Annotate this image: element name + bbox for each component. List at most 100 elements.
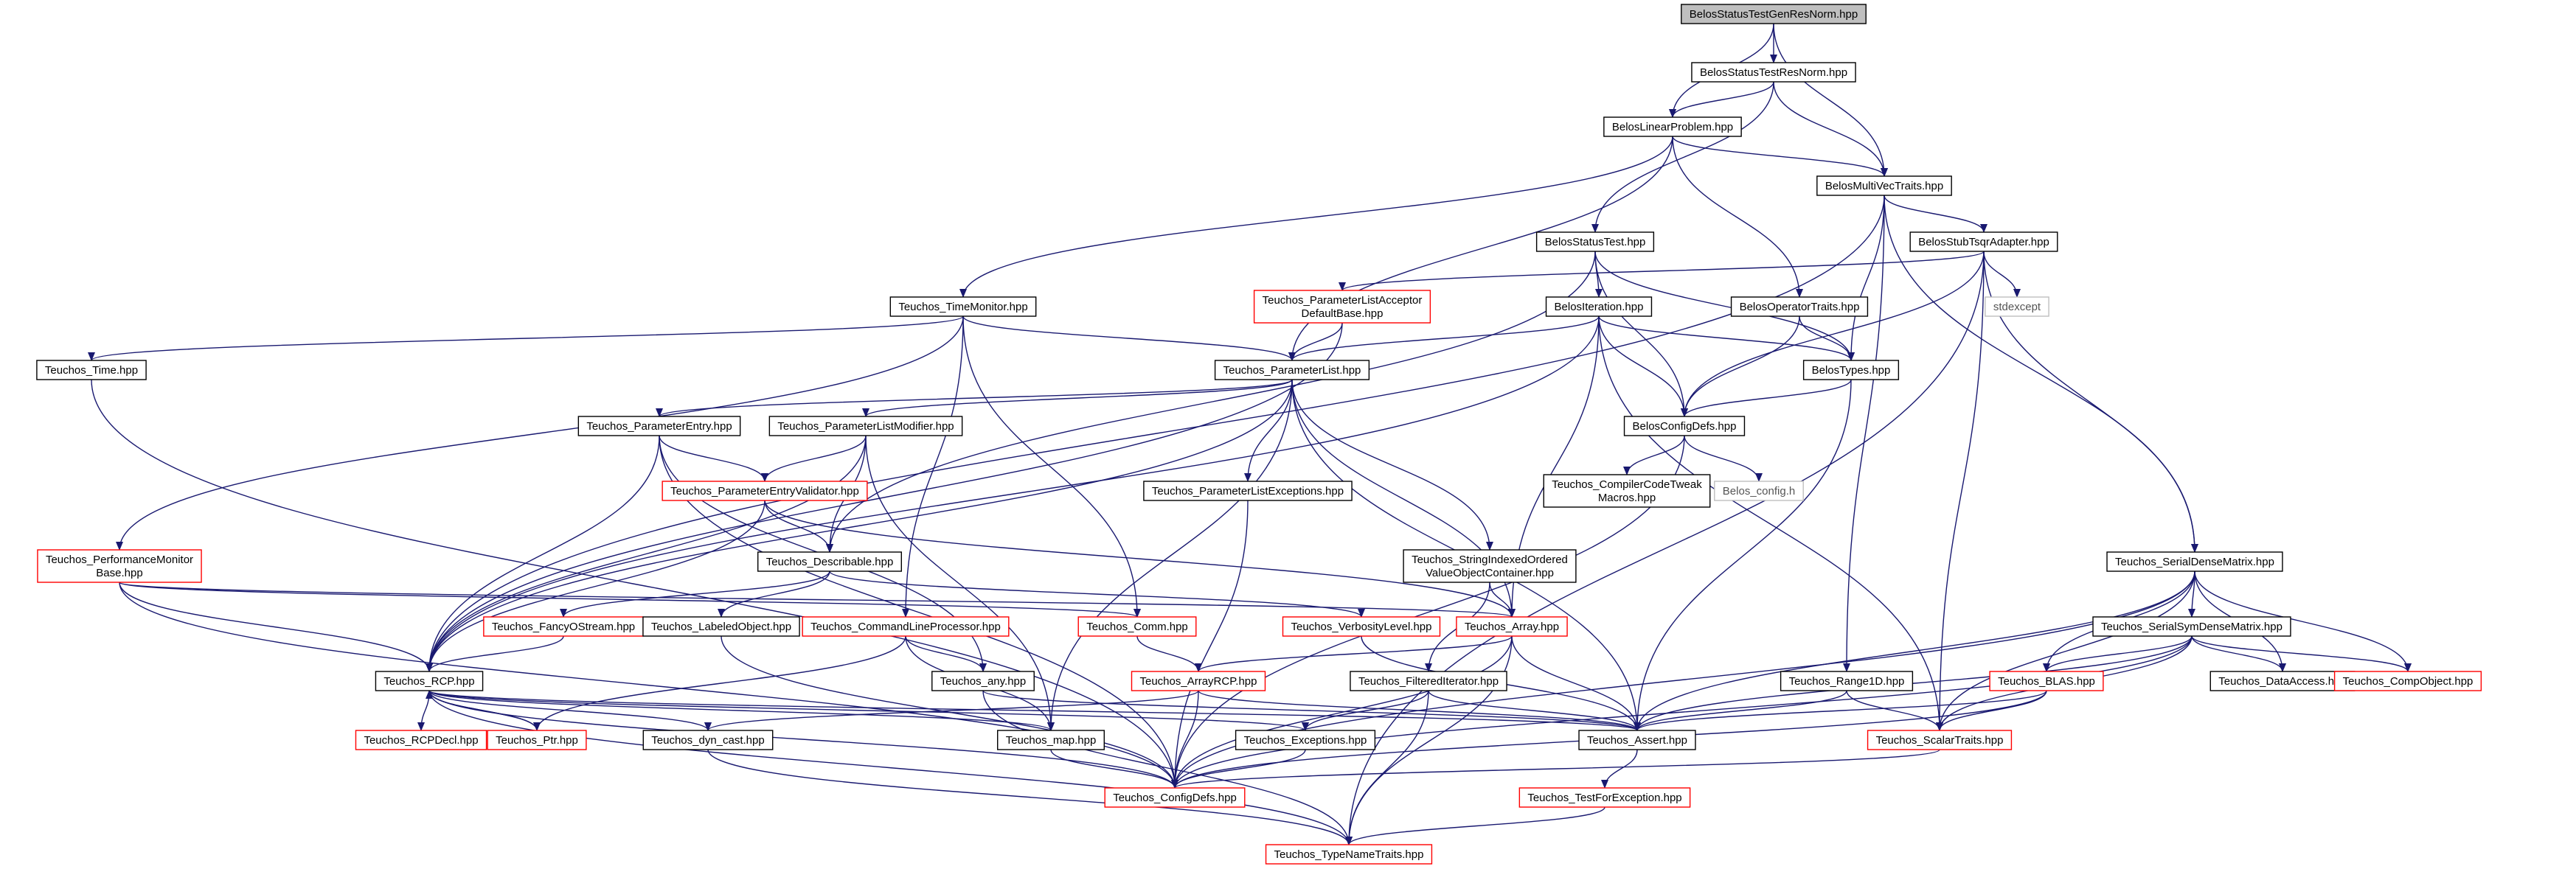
file-node-stubTsqr[interactable]: BelosStubTsqrAdapter.hpp [1909,231,2058,252]
edge-linearProblem-to-operatorTraits [1672,136,1803,298]
file-node-statusTest[interactable]: BelosStatusTest.hpp [1535,231,1655,252]
edge-perfMonitor-to-configDefs [119,582,1178,789]
file-node-ptr[interactable]: Teuchos_Ptr.hpp [487,730,587,750]
file-node-testForException[interactable]: Teuchos_TestForException.hpp [1518,787,1691,808]
node-label: Teuchos_CompObject.hpp [2343,675,2473,688]
file-node-comm[interactable]: Teuchos_Comm.hpp [1077,616,1197,637]
file-node-plModifier[interactable]: Teuchos_ParameterListModifier.hpp [768,416,963,436]
node-box [1143,481,1353,501]
file-node-configDefs[interactable]: Teuchos_ConfigDefs.hpp [1104,787,1246,808]
file-node-map[interactable]: Teuchos_map.hpp [997,730,1105,750]
file-node-multiVecTraits[interactable]: BelosMultiVecTraits.hpp [1816,175,1952,196]
edge-perfMonitor-to-comm [119,582,1141,618]
node-box [2209,671,2355,691]
edge-iteration-to-belosTypes [1598,315,1855,361]
node-box [1578,730,1696,750]
edge-rcp-to-exceptions [428,690,1309,731]
edge-paramEntry-to-peValidator [659,435,768,482]
file-node-fancyOStream[interactable]: Teuchos_FancyOStream.hpp [483,616,644,637]
file-node-plExceptions[interactable]: Teuchos_ParameterListExceptions.hpp [1143,481,1353,501]
edge-belosConfigDefs-to-compilerTweak [1623,435,1685,475]
edge-describable-to-verbosity [829,570,1365,618]
node-box [1802,360,1900,380]
edge-filteredIter-to-exceptions [1302,690,1429,731]
edge-operatorTraits-to-belosTypes [1799,315,1855,361]
file-node-belosConfigDefs[interactable]: BelosConfigDefs.hpp [1623,416,1746,436]
edge-stubTsqr-to-plAcceptor [1339,251,1985,291]
edge-any-to-typeNameTraits [982,690,1353,845]
edge-rcp-to-rcpDecl [417,690,430,731]
edge-perfMonitor-to-array [119,582,1516,618]
file-node-paramEntry[interactable]: Teuchos_ParameterEntry.hpp [577,416,741,436]
file-node-blas[interactable]: Teuchos_BLAS.hpp [1989,671,2104,691]
file-node-describable[interactable]: Teuchos_Describable.hpp [757,551,903,572]
file-node-cmdLine[interactable]: Teuchos_CommandLineProcessor.hpp [802,616,1010,637]
file-node-rcp[interactable]: Teuchos_RCP.hpp [375,671,484,691]
file-node-array[interactable]: Teuchos_Array.hpp [1456,616,1568,637]
file-node-serialSym[interactable]: Teuchos_SerialSymDenseMatrix.hpp [2092,616,2291,637]
file-node-typeNameTraits[interactable]: Teuchos_TypeNameTraits.hpp [1265,844,1433,865]
node-label: Base.hpp [96,567,142,579]
file-node-verbosity[interactable]: Teuchos_VerbosityLevel.hpp [1282,616,1441,637]
file-node-linearProblem[interactable]: BelosLinearProblem.hpp [1603,116,1742,137]
node-label: Teuchos_ParameterEntryValidator.hpp [670,485,859,498]
file-node-peValidator[interactable]: Teuchos_ParameterEntryValidator.hpp [662,481,868,501]
edge-belosConfigDefs-to-belosConfigH [1684,435,1763,482]
edge-strIndexed-to-array [1489,582,1516,618]
node-box [931,671,1035,691]
file-node-belosConfigH[interactable]: Belos_config.h [1714,481,1804,501]
file-node-timeMonitor[interactable]: Teuchos_TimeMonitor.hpp [889,296,1037,317]
edge-time-to-configDefs [91,379,1178,789]
edge-serialDense-to-assert [1634,570,2195,731]
file-node-range1d[interactable]: Teuchos_Range1D.hpp [1780,671,1914,691]
file-node-time[interactable]: Teuchos_Time.hpp [36,360,147,380]
file-node-arrayRCP[interactable]: Teuchos_ArrayRCP.hpp [1131,671,1266,691]
node-label: BelosTypes.hpp [1812,364,1891,377]
node-box [2333,671,2482,691]
file-node-strIndexed[interactable]: Teuchos_StringIndexedOrderedValueObjectC… [1403,549,1577,583]
node-label: Teuchos_Exceptions.hpp [1244,734,1367,747]
node-label: BelosStubTsqrAdapter.hpp [1918,236,2049,248]
file-node-operatorTraits[interactable]: BelosOperatorTraits.hpp [1730,296,1869,317]
file-node-dynCast[interactable]: Teuchos_dyn_cast.hpp [642,730,774,750]
file-node-scalarTraits[interactable]: Teuchos_ScalarTraits.hpp [1867,730,2013,750]
edge-root-to-multiVecTraits [1773,23,1888,177]
node-box [36,360,147,380]
node-box [662,481,868,501]
file-node-plAcceptor[interactable]: Teuchos_ParameterListAcceptorDefaultBase… [1253,290,1431,324]
file-node-root[interactable]: BelosStatusTestGenResNorm.hpp [1681,4,1867,24]
file-node-dataAccess[interactable]: Teuchos_DataAccess.hpp [2209,671,2355,691]
edge-plModifier-to-rcp [426,435,867,672]
edge-array-to-assert [1511,635,1641,731]
node-box [1282,616,1441,637]
node-label: Teuchos_ScalarTraits.hpp [1876,734,2004,747]
edge-rcp-to-typeNameTraits [428,690,1353,845]
node-label: ValueObjectContainer.hpp [1426,567,1554,579]
file-node-belosTypes[interactable]: BelosTypes.hpp [1802,360,1900,380]
file-node-parameterList[interactable]: Teuchos_ParameterList.hpp [1214,360,1370,380]
file-node-serialDense[interactable]: Teuchos_SerialDenseMatrix.hpp [2106,551,2283,572]
node-label: Teuchos_Ptr.hpp [496,734,578,747]
node-label: Teuchos_dyn_cast.hpp [651,734,764,747]
file-node-iteration[interactable]: BelosIteration.hpp [1545,296,1653,317]
file-node-stdexcept[interactable]: stdexcept [1985,296,2049,317]
node-box [889,296,1037,317]
file-node-labeledObject[interactable]: Teuchos_LabeledObject.hpp [642,616,800,637]
file-node-filteredIter[interactable]: Teuchos_FilteredIterator.hpp [1350,671,1507,691]
file-node-any[interactable]: Teuchos_any.hpp [931,671,1035,691]
edge-statusTestResNorm-to-multiVecTraits [1773,81,1888,177]
node-box [1518,787,1691,808]
file-node-rcpDecl[interactable]: Teuchos_RCPDecl.hpp [355,730,487,750]
file-node-assert[interactable]: Teuchos_Assert.hpp [1578,730,1696,750]
file-node-exceptions[interactable]: Teuchos_Exceptions.hpp [1235,730,1376,750]
file-node-compObject[interactable]: Teuchos_CompObject.hpp [2333,671,2482,691]
edge-plExceptions-to-configDefs [1171,500,1249,789]
edge-multiVecTraits-to-rcp [426,195,1885,672]
node-label: BelosMultiVecTraits.hpp [1825,180,1943,192]
file-node-statusTestResNorm[interactable]: BelosStatusTestResNorm.hpp [1691,62,1856,83]
edge-multiVecTraits-to-belosTypes [1847,195,1885,361]
node-label: Teuchos_StringIndexedOrdered [1412,554,1568,566]
